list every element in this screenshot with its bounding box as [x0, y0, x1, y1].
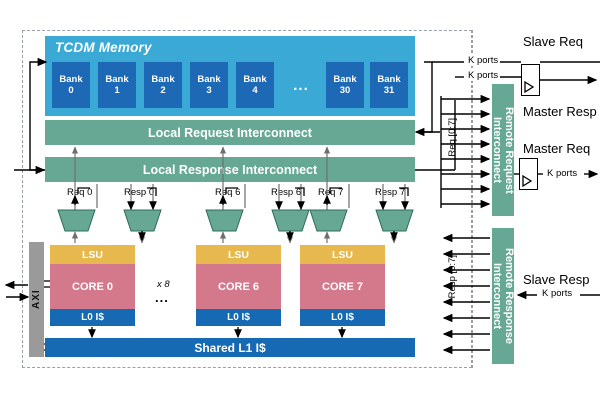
k-ports-label-1: K ports	[466, 55, 501, 66]
tcdm-bank: Bank 1	[98, 62, 136, 108]
remote-response-interconnect: Remote Response Interconnect	[491, 228, 515, 364]
replication-ellipsis: ...	[155, 290, 169, 305]
resp-bus-label: Resp [0:7]	[447, 255, 458, 299]
bank-index: 4	[252, 85, 258, 96]
local-request-interconnect: Local Request Interconnect	[45, 120, 415, 145]
port-label-req7: Req 7	[318, 187, 344, 198]
k-ports-label-2: K ports	[466, 70, 501, 81]
buffer-slave-req	[521, 64, 540, 96]
core-block: CORE 6	[196, 264, 281, 309]
tcdm-bank: Bank 0	[52, 62, 90, 108]
tcdm-bank: Bank 30	[326, 62, 364, 108]
master-resp-label: Master Resp	[523, 104, 597, 119]
bank-name: Bank	[105, 74, 129, 85]
lsu-block: LSU	[196, 245, 281, 264]
bank-name: Bank	[243, 74, 267, 85]
tcdm-title: TCDM Memory	[55, 40, 152, 55]
port-label-resp6: Resp 6	[271, 187, 302, 198]
cluster-boundary	[22, 30, 472, 368]
master-req-label: Master Req	[523, 141, 591, 156]
bank-name: Bank	[151, 74, 175, 85]
k-ports-label-4: K ports	[540, 288, 575, 299]
bank-index: 3	[206, 85, 212, 96]
bank-name: Bank	[59, 74, 83, 85]
bank-name: Bank	[377, 74, 401, 85]
tcdm-bank: Bank 2	[144, 62, 182, 108]
k-ports-label-3: K ports	[545, 168, 580, 179]
port-label-req6: Req 6	[215, 187, 241, 198]
l0-icache-block: L0 I$	[300, 309, 385, 326]
bank-index: 0	[68, 85, 74, 96]
lsu-block: LSU	[300, 245, 385, 264]
buffer-master-req	[519, 158, 538, 190]
bank-index: 30	[339, 85, 351, 96]
req-bus-label: Req [0:7]	[447, 118, 458, 157]
bank-name: Bank	[333, 74, 357, 85]
remote-request-interconnect: Remote Request Interconnect	[491, 84, 515, 216]
tcdm-bank-ellipsis: ...	[293, 76, 309, 94]
port-label-resp7: Resp 7	[375, 187, 406, 198]
core-block: CORE 7	[300, 264, 385, 309]
axi-bar: AXI	[29, 242, 44, 357]
tcdm-bank: Bank 31	[370, 62, 408, 108]
port-label-resp0: Resp 0	[124, 187, 155, 198]
remote-boundary	[472, 30, 473, 368]
port-label-req0: Req 0	[67, 187, 93, 198]
slave-resp-label: Slave Resp	[523, 272, 590, 287]
slave-req-label: Slave Req	[523, 34, 583, 49]
local-response-interconnect: Local Response Interconnect	[45, 157, 415, 182]
l0-icache-block: L0 I$	[50, 309, 135, 326]
lsu-block: LSU	[50, 245, 135, 264]
replication-multiplier: x 8	[157, 279, 170, 290]
tcdm-bank: Bank 3	[190, 62, 228, 108]
bank-index: 2	[160, 85, 166, 96]
l0-icache-block: L0 I$	[196, 309, 281, 326]
bank-index: 1	[114, 85, 120, 96]
bank-index: 31	[383, 85, 395, 96]
shared-l1-icache: Shared L1 I$	[45, 338, 415, 357]
core-block: CORE 0	[50, 264, 135, 309]
tcdm-bank: Bank 4	[236, 62, 274, 108]
bank-name: Bank	[197, 74, 221, 85]
